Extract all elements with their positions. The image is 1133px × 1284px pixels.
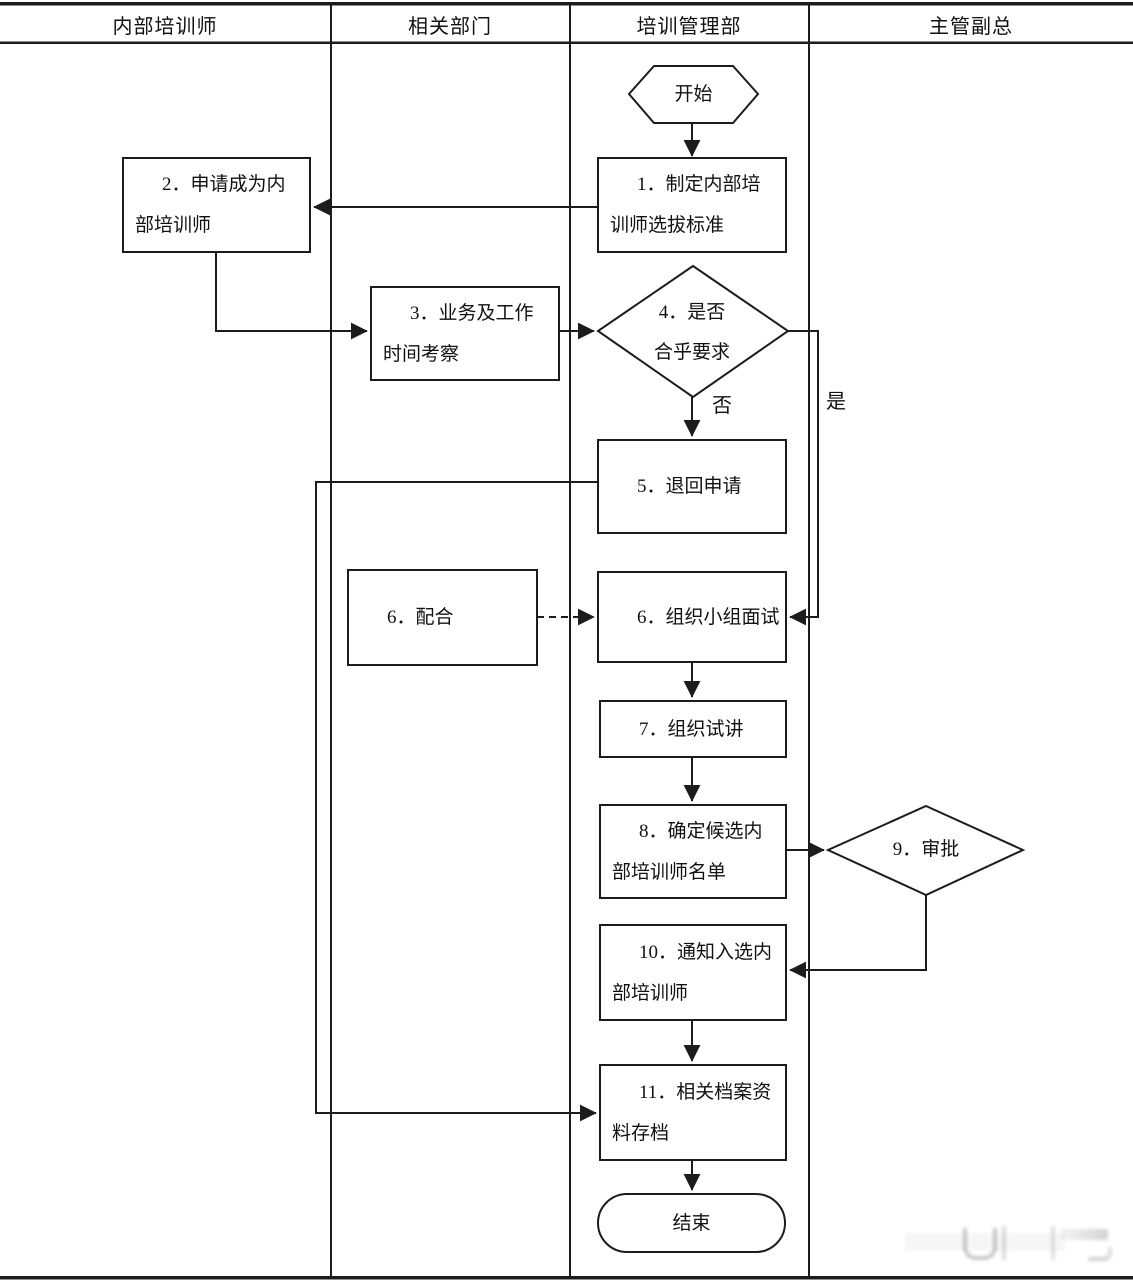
node-step5: 5．退回申请 (597, 439, 787, 534)
watermark-smudge (1088, 1247, 1112, 1261)
start-terminator-shape (627, 65, 760, 124)
edge-label-no: 否 (712, 395, 732, 417)
lane-divider-1 (330, 2, 332, 1279)
node-step7: 7．组织试讲 (599, 700, 787, 758)
node-step2-label: 2．申请成为内部培训师 (135, 174, 286, 236)
node-step6-cooperate: 6．配合 (347, 569, 538, 666)
node-step1: 1．制定内部培训师选拔标准 (597, 157, 787, 253)
top-border (0, 2, 1133, 6)
edge-step5-step11 (315, 481, 598, 1122)
edge-step2-step3 (215, 253, 368, 340)
node-step8: 8．确定候选内部培训师名单 (599, 804, 787, 899)
lane-header-training-management: 培训管理部 (636, 15, 742, 38)
bottom-border (0, 1276, 1133, 1280)
node-step11-label: 11．相关档案资料存档 (612, 1081, 772, 1144)
lane-header-internal-trainer: 内部培训师 (112, 15, 218, 38)
lane-header-related-departments: 相关部门 (408, 15, 492, 38)
node-step6-interview: 6．组织小组面试 (597, 571, 787, 663)
lane-header-vice-president: 主管副总 (929, 15, 1013, 38)
node-step3: 3．业务及工作时间考察 (370, 286, 560, 381)
end-terminator-label: 结束 (672, 1212, 711, 1234)
start-terminator-label: 开始 (674, 84, 713, 105)
node-step2: 2．申请成为内部培训师 (122, 157, 311, 253)
edge-step9-step10 (789, 895, 927, 979)
edge-step4-step6-yes (788, 330, 819, 626)
lane-divider-3 (808, 2, 810, 1279)
node-step10-label: 10．通知入选内部培训师 (612, 941, 773, 1004)
header-divider (0, 41, 1133, 44)
node-step10: 10．通知入选内部培训师 (599, 924, 787, 1021)
watermark-smudge (1060, 1229, 1108, 1240)
node-step11: 11．相关档案资料存档 (599, 1064, 787, 1161)
decision-step4-label: 4．是否合乎要求 (653, 302, 730, 363)
decision-step4-shape (596, 264, 790, 399)
watermark-smudge (1051, 1226, 1055, 1260)
node-step3-label: 3．业务及工作时间考察 (383, 302, 534, 365)
end-terminator: 结束 (597, 1193, 786, 1253)
edge-label-yes: 是 (826, 391, 846, 413)
node-step7-label: 7．组织试讲 (639, 718, 744, 740)
node-step1-label: 1．制定内部培训师选拔标准 (610, 174, 761, 236)
node-step5-label: 5．退回申请 (637, 476, 742, 497)
watermark-smudge (963, 1228, 997, 1260)
node-step6-interview-label: 6．组织小组面试 (637, 606, 780, 628)
node-step6-cooperate-label: 6．配合 (387, 607, 454, 628)
watermark-smudge (1002, 1226, 1006, 1260)
lane-divider-2 (569, 2, 571, 1279)
watermark-smudge (905, 1233, 1065, 1251)
decision-step9-label: 9．审批 (892, 839, 960, 860)
decision-step9-shape (825, 804, 1026, 897)
node-step8-label: 8．确定候选内部培训师名单 (612, 820, 763, 883)
